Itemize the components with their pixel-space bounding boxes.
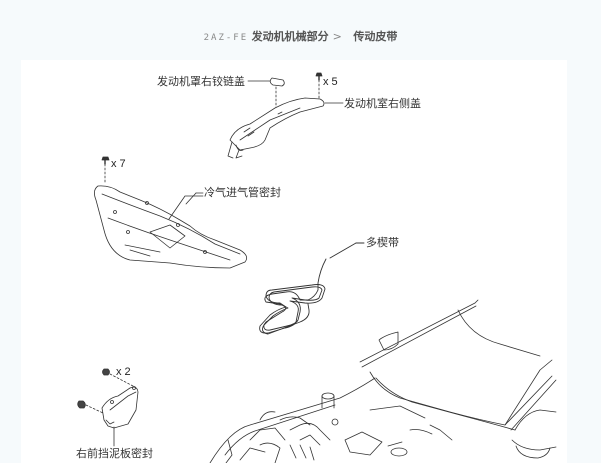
duct-seal-leader [185,192,204,205]
vehicle-engine-bay-drawing [209,299,557,463]
qty-duct-seal-clips: x 7 [111,158,126,170]
cool-air-intake-duct-seal-part [94,156,248,269]
diagram-paper [21,60,567,463]
callout-front-fender-apron-seal-right: 右前挡泥板密封 [76,447,153,460]
callout-cool-air-intake-duct-seal: 冷气进气管密封 [204,186,281,199]
qty-side-cover-clips: x 5 [323,76,338,88]
fender-apron-seal-part [77,368,139,447]
breadcrumb: 2AZ-FE 发动机机械部分> 传动皮带 [0,28,601,48]
engine-code: 2AZ-FE [203,33,249,43]
bolt-icon [315,72,323,103]
callout-hood-hinge-cover-right: 发动机罩右铰链盖 [157,75,245,88]
callout-v-ribbed-belt: 多楔带 [366,236,399,249]
callout-engine-room-side-cover-right: 发动机室右侧盖 [344,97,421,110]
breadcrumb-separator: > [332,30,342,43]
breadcrumb-current-page: 传动皮带 [353,30,398,43]
engine-room-side-cover-part [227,97,344,159]
breadcrumb-section-link[interactable]: 发动机机械部分 [251,30,329,43]
qty-fender-seal-clips: x 2 [116,366,131,378]
hood-hinge-cover-part [247,77,285,111]
v-ribbed-belt-part [259,242,365,335]
